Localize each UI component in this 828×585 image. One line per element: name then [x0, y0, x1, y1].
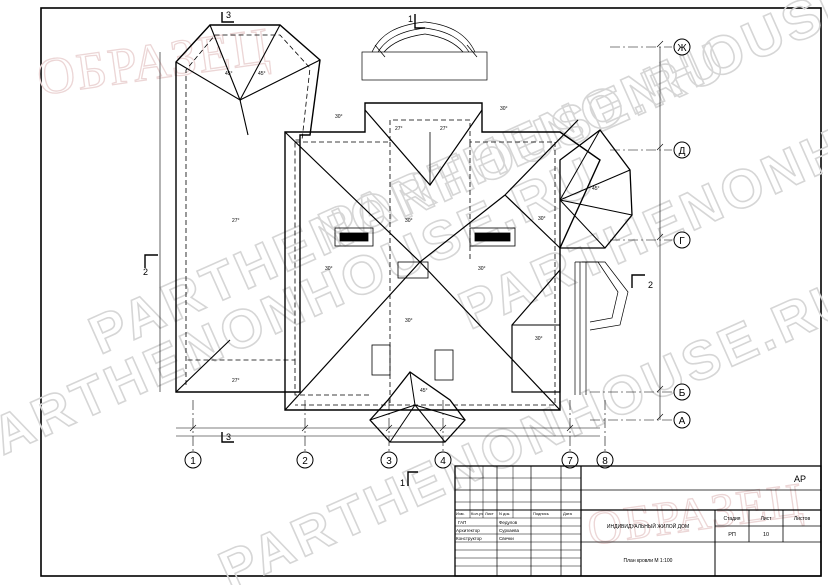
- axis-marker-3[interactable]: 3: [380, 451, 398, 469]
- axis-marker-2[interactable]: 2: [296, 451, 314, 469]
- svg-text:Архитектор: Архитектор: [456, 528, 480, 533]
- right-stair: [574, 261, 629, 395]
- main-roof: [284, 102, 601, 411]
- axis-marker-7[interactable]: 7: [561, 451, 579, 469]
- svg-text:А: А: [679, 416, 686, 427]
- svg-text:Подпись: Подпись: [533, 511, 549, 516]
- svg-text:8: 8: [602, 456, 608, 467]
- svg-text:27°: 27°: [395, 126, 403, 132]
- section-marks: 1 1 2 2 3 3: [143, 10, 653, 488]
- axis-marker-a[interactable]: А: [673, 411, 691, 429]
- roof-outline: [175, 24, 633, 443]
- svg-text:30°: 30°: [538, 216, 546, 222]
- sample-watermark: ОБРАЗЕЦ: [34, 18, 275, 107]
- svg-text:3: 3: [386, 456, 392, 467]
- sample-watermark-2: ОБРАЗЕЦ: [584, 473, 808, 556]
- svg-text:Ж: Ж: [677, 43, 687, 54]
- top-stair: [361, 21, 488, 81]
- svg-text:Лист: Лист: [485, 511, 494, 516]
- svg-text:ГАП: ГАП: [458, 520, 466, 525]
- svg-text:27°: 27°: [440, 126, 448, 132]
- svg-text:30°: 30°: [500, 106, 508, 112]
- axis-marker-8[interactable]: 8: [596, 451, 614, 469]
- svg-text:Федулов: Федулов: [499, 520, 518, 525]
- slope-labels: 27° 30° 30° 30° 30° 30° 30° 30° 27° 45° …: [225, 71, 600, 394]
- svg-text:Б: Б: [679, 388, 686, 399]
- svg-text:3: 3: [226, 432, 231, 442]
- svg-text:Дата: Дата: [563, 511, 573, 516]
- sheet-frame: [40, 7, 822, 577]
- svg-text:Конструктор: Конструктор: [456, 536, 482, 541]
- svg-text:Листов: Листов: [794, 516, 811, 522]
- sheet-title: План кровли М 1:100: [624, 558, 673, 564]
- svg-text:Кол.уч: Кол.уч: [471, 511, 483, 516]
- axis-marker-4[interactable]: 4: [434, 451, 452, 469]
- right-extension-roof: [511, 268, 561, 393]
- svg-text:4: 4: [440, 456, 446, 467]
- svg-text:Изм.: Изм.: [456, 511, 465, 516]
- svg-text:30°: 30°: [478, 266, 486, 272]
- svg-text:2: 2: [143, 267, 148, 277]
- svg-text:30°: 30°: [535, 336, 543, 342]
- svg-text:45°: 45°: [592, 186, 600, 192]
- svg-text:45°: 45°: [420, 388, 428, 394]
- axis-marker-g[interactable]: Г: [673, 231, 691, 249]
- svg-text:Стадия: Стадия: [723, 516, 740, 522]
- svg-text:Г: Г: [679, 236, 685, 247]
- svg-text:30°: 30°: [405, 218, 413, 224]
- axis-marker-1[interactable]: 1: [184, 451, 202, 469]
- svg-text:2: 2: [648, 280, 653, 290]
- axis-marker-b[interactable]: Б: [673, 383, 691, 401]
- svg-text:7: 7: [567, 456, 573, 467]
- axis-marker-zh[interactable]: Ж: [673, 38, 691, 56]
- dimension-lines: [159, 40, 664, 437]
- svg-text:2: 2: [302, 456, 308, 467]
- title-block: [454, 465, 822, 577]
- chimneys: [334, 227, 516, 381]
- svg-text:30°: 30°: [335, 114, 343, 120]
- svg-text:Д: Д: [679, 146, 686, 157]
- svg-text:Сурхаева: Сурхаева: [499, 528, 519, 533]
- svg-text:30°: 30°: [325, 266, 333, 272]
- svg-text:Свечки: Свечки: [499, 536, 514, 541]
- project-name: ИНДИВИДУАЛЬНЫЙ ЖИЛОЙ ДОМ: [607, 522, 689, 530]
- svg-text:3: 3: [226, 10, 231, 20]
- svg-text:30°: 30°: [405, 318, 413, 324]
- svg-text:РП: РП: [728, 532, 736, 538]
- brand-watermark-3: PARTHENONHOUSE.RU: [310, 0, 828, 261]
- porch-roof: [369, 371, 466, 443]
- svg-text:1: 1: [190, 456, 196, 467]
- doc-code: АР: [794, 474, 806, 484]
- horizontal-axis-markers[interactable]: Ж Д Г Б А: [673, 38, 691, 429]
- svg-text:Лист: Лист: [761, 516, 773, 522]
- svg-text:10: 10: [763, 532, 769, 538]
- svg-text:N док.: N док.: [499, 511, 510, 516]
- title-block-text: АР Изм. Кол.уч Лист N док. Подпись Дата …: [456, 474, 810, 564]
- axis-grid: [192, 46, 672, 452]
- svg-text:45°: 45°: [258, 71, 266, 77]
- svg-text:1: 1: [400, 478, 405, 488]
- svg-text:45°: 45°: [225, 71, 233, 77]
- svg-text:1: 1: [408, 14, 413, 24]
- vertical-axis-markers[interactable]: 1 2 3 4 7 8: [184, 451, 614, 469]
- axis-marker-d[interactable]: Д: [673, 141, 691, 159]
- svg-text:27°: 27°: [232, 218, 240, 224]
- svg-text:27°: 27°: [232, 378, 240, 384]
